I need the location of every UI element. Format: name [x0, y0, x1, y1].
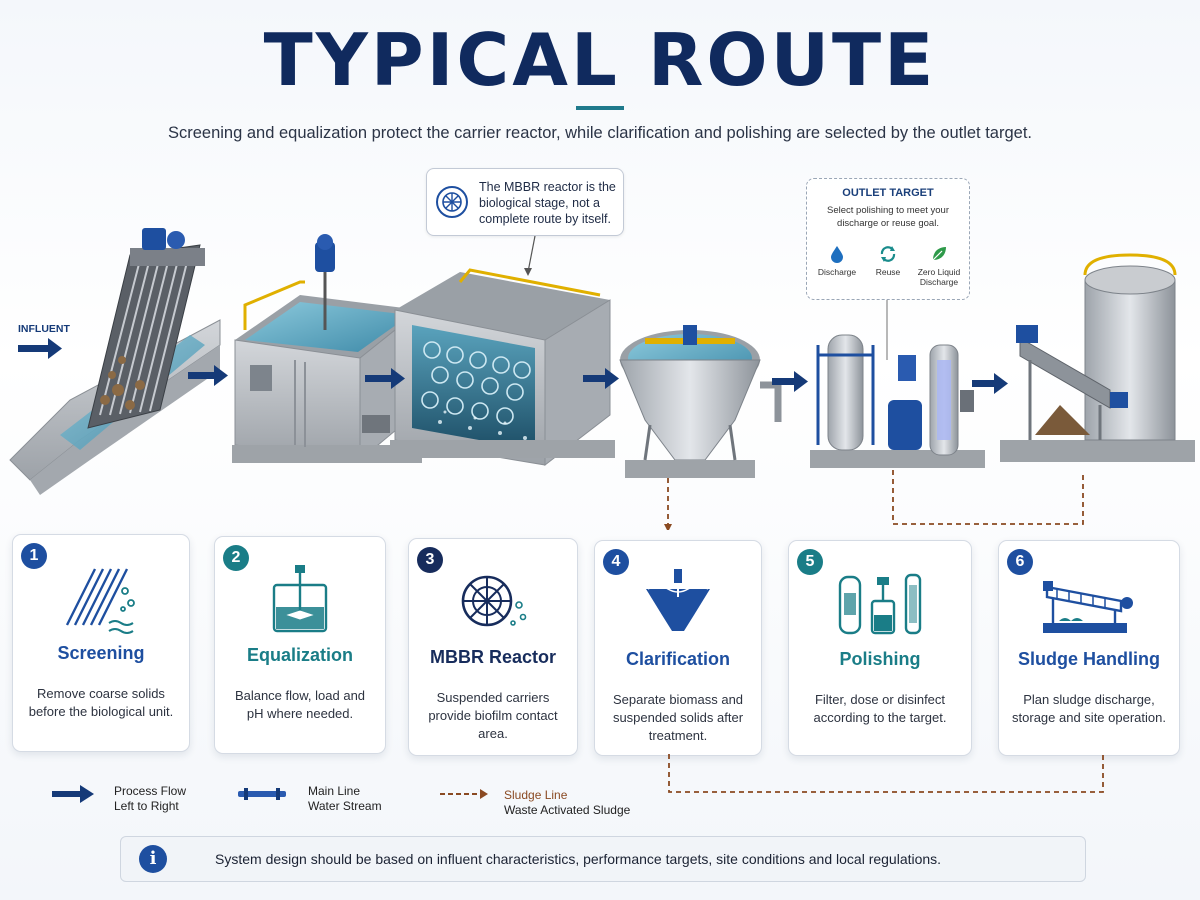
- step-title: Screening: [57, 643, 145, 663]
- screw-press-icon: [1043, 581, 1133, 633]
- main-line-pipe-icon: [238, 788, 286, 800]
- step-description: Separate biomass and suspended solids af…: [612, 692, 744, 743]
- outlet-target-description: Select polishing to meet your discharge …: [827, 205, 949, 229]
- step-number-badge: 2: [223, 545, 249, 571]
- carrier-media-icon: [461, 575, 527, 627]
- step-number-badge: 1: [21, 543, 47, 569]
- step-title: Clarification: [625, 649, 731, 669]
- page-subtitle: Screening and equalization protect the c…: [167, 124, 1032, 142]
- step-card-sludge-handling: 6 Sludge Handling Plan sludge discharge,…: [998, 540, 1180, 756]
- callout-text: The MBBR reactor is the biological stage…: [479, 180, 616, 226]
- outlet-option-reuse: Reuse: [861, 245, 915, 277]
- step-number-badge: 5: [797, 549, 823, 575]
- step-card-mbbr-reactor: 3 MBBR Reactor Suspended carriers provid…: [408, 538, 578, 756]
- screening-unit: [9, 228, 221, 495]
- step-description: Filter, dose or disinfect according to t…: [813, 692, 947, 725]
- recycle-icon: [880, 246, 896, 262]
- step-number-badge: 4: [603, 549, 629, 575]
- footer-note: i System design should be based on influ…: [120, 836, 1086, 882]
- info-icon: i: [139, 845, 167, 873]
- outlet-option-zld: Zero Liquid Discharge: [912, 245, 966, 287]
- outlet-option-discharge: Discharge: [810, 245, 864, 277]
- screen-icon: [65, 568, 135, 634]
- equalization-tank: [232, 234, 422, 463]
- step-title: Equalization: [246, 645, 353, 665]
- process-illustration: [9, 228, 1195, 530]
- step-title: Sludge Handling: [1018, 649, 1160, 669]
- polishing-skid: [810, 334, 985, 468]
- step-number-badge: 3: [417, 547, 443, 573]
- process-flow-arrow-icon: [52, 785, 94, 803]
- step-title: Polishing: [839, 649, 921, 669]
- mixing-tank-icon: [272, 565, 328, 633]
- water-drop-icon: [831, 246, 843, 263]
- sludge-line-icon: [440, 789, 488, 799]
- callout-pointer: [527, 235, 536, 273]
- step-description: Remove coarse solids before the biologic…: [28, 686, 174, 719]
- sludge-line-lower: [668, 754, 1104, 793]
- step-card-clarification: 4 Clarification Separate biomass and sus…: [594, 540, 762, 756]
- page-title: TYPICAL ROUTE: [263, 18, 937, 102]
- outlet-target-box: OUTLET TARGET Select polishing to meet y…: [806, 178, 970, 300]
- sludge-line-upper: [667, 470, 1084, 530]
- step-description: Balance flow, load and pH where needed.: [234, 688, 366, 721]
- step-description: Suspended carriers provide biofilm conta…: [428, 690, 558, 741]
- flow-arrows: [18, 338, 1008, 394]
- step-title: MBBR Reactor: [429, 647, 557, 667]
- clarifier-icon: [646, 569, 710, 631]
- leaf-icon: [932, 247, 946, 261]
- step-description: Plan sludge discharge, storage and site …: [1012, 692, 1166, 725]
- title-underline: [576, 106, 624, 110]
- influent-label: INFLUENT: [18, 323, 70, 335]
- carrier-media-icon: [436, 186, 468, 218]
- filter-dosing-icon: [838, 573, 922, 635]
- footer-text: System design should be based on influen…: [215, 851, 942, 867]
- outlet-target-heading: OUTLET TARGET: [842, 187, 934, 199]
- mbbr-reactor: [390, 268, 615, 467]
- mbbr-callout: The MBBR reactor is the biological stage…: [426, 168, 624, 236]
- step-number-badge: 6: [1007, 549, 1033, 575]
- step-card-equalization: 2 Equalization Balance flow, load and pH…: [214, 536, 386, 754]
- step-card-polishing: 5 Polishing Filter, dose or disinfect ac…: [788, 540, 972, 756]
- sludge-handling: [1000, 253, 1195, 462]
- clarifier: [619, 325, 782, 478]
- step-card-screening: 1 Screening Remove coarse solids before …: [12, 534, 190, 752]
